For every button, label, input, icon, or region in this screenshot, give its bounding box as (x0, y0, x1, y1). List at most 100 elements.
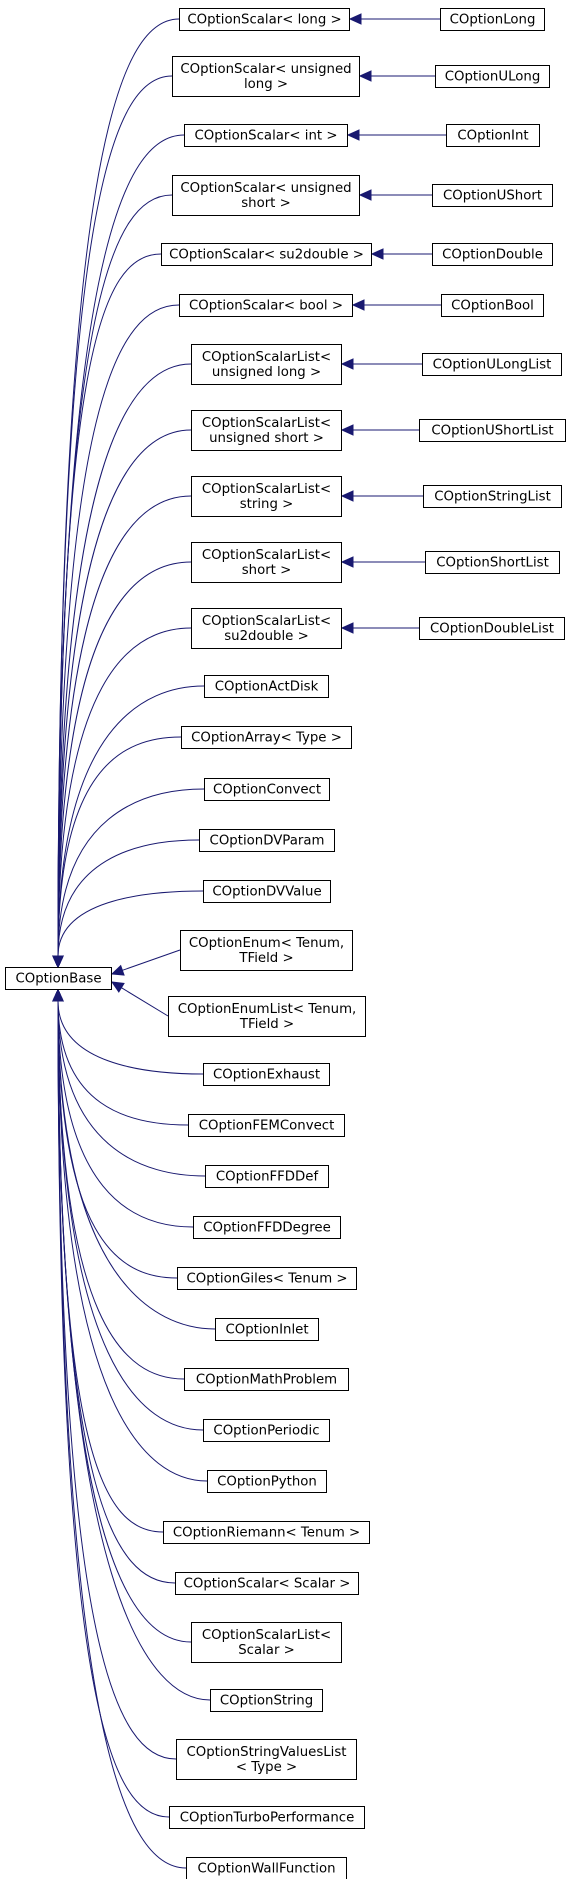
class-node-enumlist[interactable]: COptionEnumList< Tenum,TField > (168, 996, 366, 1037)
class-node-ulong[interactable]: COptionULong (435, 65, 550, 88)
class-label: COptionScalar< su2double > (169, 248, 364, 263)
inherit-arrowhead (346, 129, 360, 141)
class-node-int[interactable]: COptionInt (446, 124, 540, 147)
inherit-edge (57, 1000, 189, 1126)
class-node-mathproblem[interactable]: COptionMathProblem (184, 1368, 349, 1391)
class-label: COptionConvect (213, 783, 321, 798)
inherit-edge (57, 253, 162, 957)
inherit-edge (57, 890, 204, 957)
class-node-inlet[interactable]: COptionInlet (215, 1318, 319, 1341)
class-box (186, 1857, 347, 1879)
class-node-slist-string[interactable]: COptionScalarList<string > (191, 476, 342, 517)
class-node-scalar-bool[interactable]: COptionScalar< bool > (179, 294, 353, 317)
class-node-exhaust[interactable]: COptionExhaust (203, 1063, 330, 1086)
class-node-giles[interactable]: COptionGiles< Tenum > (177, 1267, 357, 1290)
class-node-slist-ushort[interactable]: COptionScalarList<unsigned short > (191, 410, 342, 451)
class-label: COptionEnumList< Tenum, (178, 1002, 357, 1017)
class-label: COptionWallFunction (197, 1862, 335, 1877)
class-node-slist-ulong[interactable]: COptionScalarList<unsigned long > (191, 344, 342, 385)
class-label: COptionScalar< unsigned (180, 62, 351, 77)
class-label: COptionMathProblem (196, 1373, 337, 1388)
class-label: TField > (239, 1017, 294, 1032)
class-node-slist-su2double[interactable]: COptionScalarList<su2double > (191, 608, 342, 649)
class-node-dvvalue[interactable]: COptionDVValue (203, 880, 331, 903)
class-node-actdisk[interactable]: COptionActDisk (204, 675, 329, 698)
class-box (419, 419, 566, 442)
class-label: COptionInt (457, 129, 528, 144)
inherit-arrowhead (110, 981, 125, 993)
class-box (184, 1368, 349, 1391)
class-box (172, 175, 360, 216)
class-node-ffddef[interactable]: COptionFFDDef (205, 1165, 329, 1188)
inherit-edge (57, 1000, 176, 1584)
class-label: COptionString (220, 1694, 313, 1709)
class-box (207, 1470, 327, 1493)
class-box (161, 243, 372, 266)
class-node-doublelist[interactable]: COptionDoubleList (419, 617, 565, 640)
inherit-edge (57, 627, 192, 957)
class-box (191, 1622, 342, 1663)
inherit-edge (57, 1000, 211, 1701)
class-node-ushortlist[interactable]: COptionUShortList (419, 419, 566, 442)
class-label: su2double > (224, 629, 309, 644)
class-box (191, 344, 342, 385)
class-node-wallfunction[interactable]: COptionWallFunction (186, 1857, 347, 1879)
class-node-periodic[interactable]: COptionPeriodic (203, 1419, 330, 1442)
class-node-ushort[interactable]: COptionUShort (432, 184, 553, 207)
class-node-double[interactable]: COptionDouble (432, 243, 553, 266)
inherit-edge (57, 429, 192, 957)
inherit-arrowhead (340, 490, 354, 502)
inherit-edge (57, 1000, 194, 1228)
class-label: COptionScalar< Scalar > (184, 1577, 351, 1592)
class-node-base[interactable]: COptionBase (5, 967, 112, 990)
class-box (203, 1419, 330, 1442)
class-node-slist-short[interactable]: COptionScalarList<short > (191, 542, 342, 583)
inherit-edge (57, 304, 180, 957)
class-node-ulonglist[interactable]: COptionULongList (422, 353, 562, 376)
class-node-enum[interactable]: COptionEnum< Tenum,TField > (180, 930, 353, 971)
class-node-dvparam[interactable]: COptionDVParam (199, 829, 335, 852)
class-node-slist-scalar[interactable]: COptionScalarList<Scalar > (191, 1622, 342, 1663)
class-node-convect[interactable]: COptionConvect (204, 778, 330, 801)
class-node-stringvalueslist[interactable]: COptionStringValuesList< Type > (176, 1739, 357, 1780)
inherit-arrowhead (370, 248, 384, 260)
inherit-arrowhead (52, 988, 64, 1002)
class-node-scalar-long[interactable]: COptionScalar< long > (179, 8, 350, 31)
class-node-scalar-su2double[interactable]: COptionScalar< su2double > (161, 243, 372, 266)
class-node-python[interactable]: COptionPython (207, 1470, 327, 1493)
class-node-array[interactable]: COptionArray< Type > (181, 726, 352, 749)
class-label: COptionScalarList< (202, 614, 331, 629)
class-box (180, 930, 353, 971)
inherit-edge (57, 1000, 216, 1330)
class-label: COptionBase (15, 972, 101, 987)
class-node-shortlist[interactable]: COptionShortList (425, 551, 560, 574)
class-node-riemann[interactable]: COptionRiemann< Tenum > (163, 1521, 370, 1544)
inherit-edge (57, 495, 192, 957)
class-label: COptionShortList (436, 556, 549, 571)
class-node-scalar-int[interactable]: COptionScalar< int > (184, 124, 348, 147)
class-label: COptionFFDDegree (203, 1221, 331, 1236)
class-label: COptionScalar< unsigned (180, 181, 351, 196)
inherit-arrowhead (52, 955, 64, 969)
class-box (172, 56, 360, 97)
class-box (179, 8, 350, 31)
class-node-long[interactable]: COptionLong (440, 8, 545, 31)
class-label: COptionScalar< bool > (189, 299, 343, 314)
class-label: COptionLong (450, 13, 536, 28)
class-node-string[interactable]: COptionString (210, 1689, 323, 1712)
class-node-turboperf[interactable]: COptionTurboPerformance (169, 1806, 365, 1829)
inherit-edge (57, 75, 173, 957)
class-node-ffddegree[interactable]: COptionFFDDegree (193, 1216, 341, 1239)
inherit-edge (57, 736, 182, 957)
class-node-scalar-scalar[interactable]: COptionScalar< Scalar > (175, 1572, 359, 1595)
class-box (191, 476, 342, 517)
class-box (432, 243, 553, 266)
class-label: COptionEnum< Tenum, (189, 936, 344, 951)
class-label: COptionRiemann< Tenum > (173, 1526, 360, 1541)
class-label: COptionDVParam (210, 834, 325, 849)
class-node-bool[interactable]: COptionBool (441, 294, 544, 317)
class-node-stringlist[interactable]: COptionStringList (423, 485, 562, 508)
class-node-femconvect[interactable]: COptionFEMConvect (188, 1114, 345, 1137)
